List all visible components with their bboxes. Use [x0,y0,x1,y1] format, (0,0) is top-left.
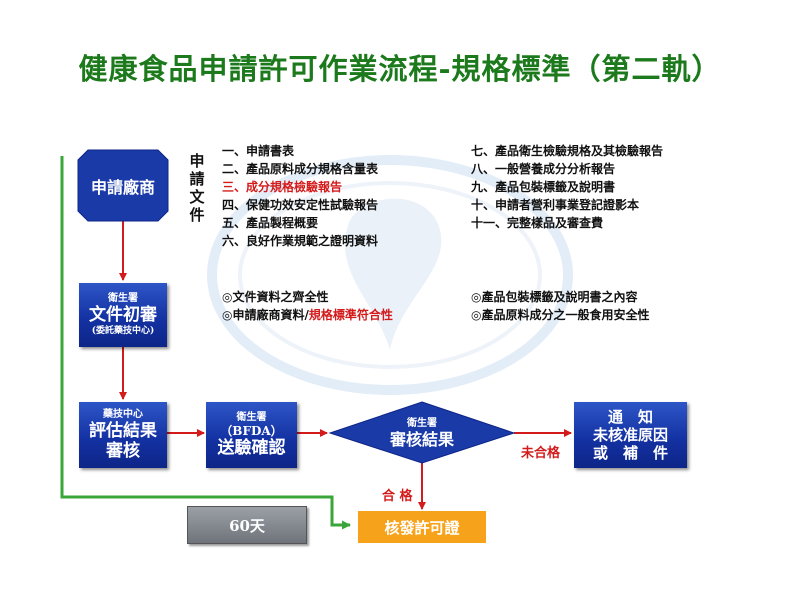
document-item: 九、產品包裝標籤及說明書 [471,180,616,194]
check-items-right: ◎產品包裝標籤及說明書之內容 ◎產品原料成分之一般食用安全性 [471,288,649,324]
decision-diamond-shape [328,401,516,464]
node-org: 衛生署 [407,417,437,429]
node-notify: 通 知 未核准原因 或 補 件 [574,402,687,468]
node-org: 衛生署 [108,293,138,305]
document-item: 五、產品製程概要 [222,216,319,230]
node-title: 通 知 [607,408,653,426]
node-title: 送驗確認 [217,438,286,458]
node-title: 或 補 件 [592,444,668,462]
node-title: 審核 [106,441,140,461]
node-note: (委託藥技中心) [91,325,155,336]
check-item: ◎申請廠商資料/規格標準符合性 [222,306,393,324]
side-char: 文 [189,188,205,206]
node-initial-review: 衛生署 文件初審 (委託藥技中心) [79,283,167,347]
node-title: 未核准原因 [592,426,668,444]
document-item: 四、保健功效安定性試驗報告 [222,198,379,212]
side-char: 請 [189,170,205,188]
edge-label-pass: 合 格 [382,489,413,504]
document-list-right: 七、產品衛生檢驗規格及其檢驗報告 八、一般營養成分分析報告 九、產品包裝標籤及說… [471,142,663,232]
page-title: 健康食品申請許可作業流程-規格標準（第二軌） [78,52,722,86]
node-title: 審核結果 [389,430,454,450]
document-item: 八、一般營養成分分析報告 [471,162,616,176]
document-item: 十、申請者營利事業登記證影本 [471,198,640,212]
check-items-left: ◎文件資料之齊全性 ◎申請廠商資料/規格標準符合性 [222,288,393,324]
node-subtitle: （BFDA） [220,423,283,438]
node-title: 評估結果 [89,420,157,441]
side-label-documents: 申 請 文 件 [188,152,206,224]
check-item: ◎文件資料之齊全性 [222,290,329,304]
check-item-highlight: 規格標準符合性 [308,308,393,322]
node-applicant-label: 申請廠商 [90,177,155,197]
node-decision: 衛生署 審核結果 [360,412,484,456]
check-item: ◎產品包裝標籤及說明書之內容 [471,290,638,304]
document-list-left: 一、申請書表 二、產品原料成分規格含量表 三、成分規格檢驗報告 四、保健功效安定… [222,142,378,250]
node-applicant: 申請廠商 [78,150,168,221]
node-org: 藥技中心 [103,408,143,420]
node-send-test: 衛生署 （BFDA） 送驗確認 [206,402,297,468]
green-track-line [60,156,351,530]
check-item: ◎產品原料成分之一般食用安全性 [471,308,650,322]
document-item: 二、產品原料成分規格含量表 [222,162,379,176]
duration-badge: 60天 [187,506,307,544]
applicant-octagon-shape [77,149,169,222]
node-license: 核發許可證 [358,511,486,543]
node-title: 文件初審 [89,305,157,326]
edge-label-fail: 未合格 [521,446,561,461]
document-item: 七、產品衛生檢驗規格及其檢驗報告 [471,144,664,158]
document-item: 一、申請書表 [222,144,295,158]
document-item-highlight: 三、成分規格檢驗報告 [222,180,343,194]
document-item: 十一、完整樣品及審查費 [471,216,604,230]
side-char: 申 [189,152,205,170]
check-item-prefix: ◎申請廠商資料/ [222,308,309,322]
node-org: 衛生署 [236,411,267,423]
side-char: 件 [189,206,205,224]
node-eval-review: 藥技中心 評估結果 審核 [79,402,167,468]
document-item: 六、良好作業規範之證明資料 [222,234,379,248]
watermark-seal [207,155,573,395]
